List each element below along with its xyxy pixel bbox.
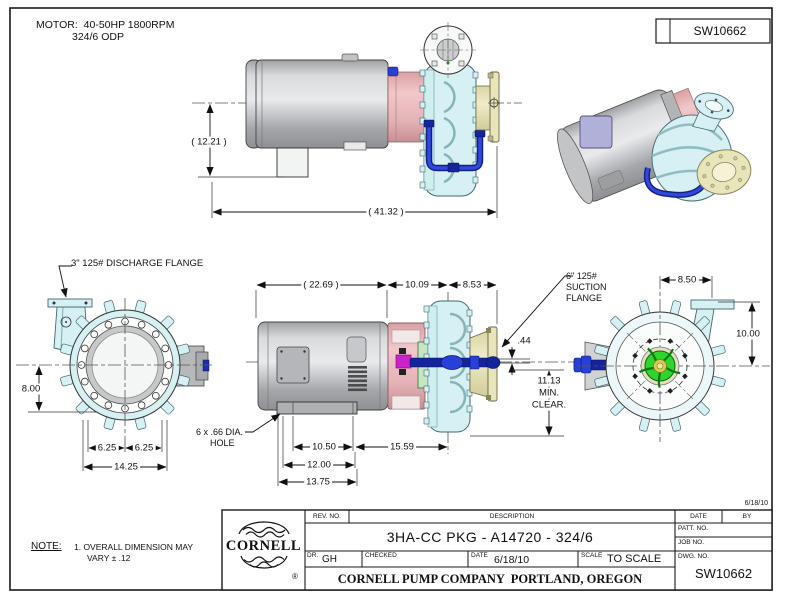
flange-bolt-holes xyxy=(77,317,173,413)
note-heading: NOTE: xyxy=(31,541,62,552)
by-header: BY xyxy=(742,513,752,520)
description-value: 3HA-CC PKG - A14720 - 324/6 xyxy=(386,529,594,545)
min-clear-min: MIN. xyxy=(536,387,562,399)
base-hole-label-line1: 6 x .66 DIA. xyxy=(196,427,244,437)
suction-flange-label-line1: 6" 125# xyxy=(566,271,597,281)
dim-motor-length: ( 22.69 ) xyxy=(301,279,341,291)
discharge-flange-label: 3" 125# DISCHARGE FLANGE xyxy=(71,258,204,269)
checked-label: CHECKED xyxy=(365,552,397,559)
motor-foot xyxy=(276,147,309,178)
motor-spec-note-line2: 324/6 ODP xyxy=(72,31,124,43)
discharge-flange-top-circle xyxy=(420,22,476,78)
dim-base-inner: 12.00 xyxy=(305,459,333,471)
iso-conduit-box xyxy=(579,115,613,149)
note-line2: VARY ± .12 xyxy=(87,553,131,563)
suction-flange-label-line3: FLANGE xyxy=(566,293,603,303)
rear-view xyxy=(573,276,770,442)
top-dwg-no: SW10662 xyxy=(693,24,747,38)
suction-flange-label-line2: SUCTION xyxy=(566,282,607,292)
motor-vents xyxy=(348,366,367,392)
dim-bolt-right: 6.25 xyxy=(132,442,156,454)
dim-pump-offset: 15.59 xyxy=(388,441,416,453)
cornell-logo-text: CORNELL xyxy=(225,538,302,554)
isometric-view xyxy=(557,87,752,204)
scale-value: TO SCALE xyxy=(607,553,662,565)
dr-value: GH xyxy=(322,554,337,565)
note-line1: 1. OVERALL DIMENSION MAY xyxy=(74,542,194,552)
iso-suction-flange xyxy=(696,149,752,195)
scale-label: SCALE xyxy=(581,552,603,559)
rev-date-note: 6/18/10 xyxy=(744,500,768,507)
dim-base-slots: 10.50 xyxy=(310,441,338,453)
registered-mark: ® xyxy=(292,572,298,581)
date-value: 6/18/10 xyxy=(494,554,530,566)
flush-piping-side xyxy=(423,119,486,173)
dim-discharge-offset: 8.50 xyxy=(675,274,699,286)
dwg-no-label: DWG. NO. xyxy=(678,553,710,560)
rear-fins xyxy=(594,300,726,432)
dim-pump-length: 8.53 xyxy=(460,279,484,291)
company-name: CORNELL PUMP COMPANY PORTLAND, OREGON xyxy=(337,572,643,586)
dim-overall-length: ( 41.32 ) xyxy=(366,206,406,218)
impeller xyxy=(638,347,681,388)
iso-discharge-flange xyxy=(692,92,734,132)
plan-view xyxy=(245,275,574,486)
dim-flange-gap: .44 xyxy=(515,335,533,347)
front-view xyxy=(16,265,212,471)
patt-no-label: PATT. NO. xyxy=(678,525,709,532)
dim-base-width: 14.25 xyxy=(112,461,140,473)
dim-bolt-left: 6.25 xyxy=(95,442,119,454)
job-no-label: JOB NO. xyxy=(678,539,705,546)
dr-label: DR. xyxy=(307,552,319,559)
dwg-no-value: SW10662 xyxy=(694,566,753,581)
rev-no-header: REV. NO. xyxy=(313,513,341,520)
shaft-plan xyxy=(409,355,501,370)
motor-base xyxy=(276,401,358,415)
dim-centerline-height: 8.00 xyxy=(19,383,43,395)
dim-base-outer: 13.75 xyxy=(304,476,332,488)
min-clear-value: 11.13 xyxy=(535,375,563,387)
rear-bolts xyxy=(632,338,688,394)
dim-motor-height: ( 12.21 ) xyxy=(189,136,229,148)
top-dwg-no-box xyxy=(655,18,771,44)
min-clear-clear: CLEAR. xyxy=(529,399,569,411)
motor-spec-note-line1: MOTOR: 40-50HP 1800RPM xyxy=(36,19,175,31)
dim-discharge-height: 10.00 xyxy=(734,328,762,340)
date-header: DATE xyxy=(690,513,707,520)
side-elevation-view xyxy=(192,22,522,218)
base-hole-label-line2: HOLE xyxy=(210,438,235,448)
motor-lifting-lug xyxy=(341,53,359,62)
dim-adapter-length: 10.09 xyxy=(403,279,431,291)
cornell-logo-waves xyxy=(238,521,290,569)
description-header: DESCRIPTION xyxy=(489,513,535,520)
date2-label: DATE xyxy=(471,552,488,559)
